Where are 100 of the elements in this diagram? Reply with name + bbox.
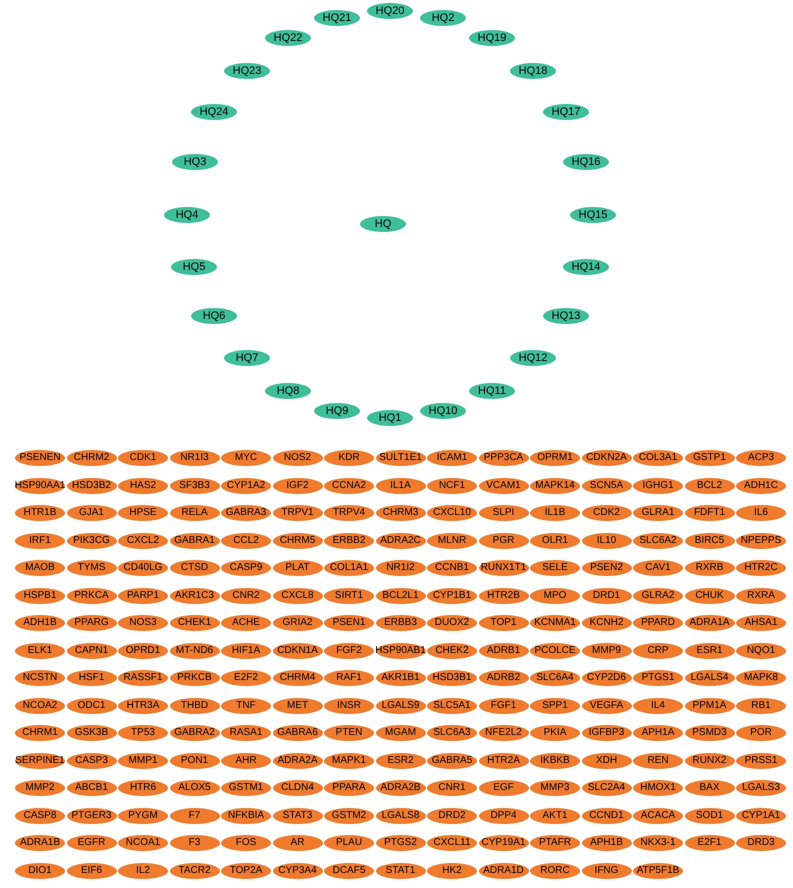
- target-node: HTR6: [118, 780, 168, 796]
- target-node: CHRM4: [272, 670, 322, 686]
- target-node: AKR1B1: [376, 670, 426, 686]
- target-node: GSTM2: [324, 808, 374, 824]
- target-node: MMP2: [15, 780, 65, 796]
- target-node: POR: [736, 725, 786, 741]
- target-node: CYP3A4: [272, 862, 322, 878]
- target-node: HTR2B: [478, 588, 528, 604]
- target-node: SLPI: [478, 505, 528, 521]
- target-node: NCOA1: [118, 835, 168, 851]
- target-node: MAOB: [15, 560, 65, 576]
- target-node: PPARG: [66, 615, 116, 631]
- target-node: MAPK8: [736, 670, 786, 686]
- target-node: PTGS1: [633, 670, 683, 686]
- target-node: NCOA2: [15, 698, 65, 714]
- target-node: MGAM: [376, 725, 426, 741]
- target-node: FOS: [221, 835, 271, 851]
- target-node: MMP1: [118, 752, 168, 768]
- target-node: NOS2: [272, 450, 322, 466]
- target-node: CDK2: [582, 505, 632, 521]
- target-node: MET: [272, 698, 322, 714]
- target-node: HMOX1: [633, 780, 683, 796]
- target-node: CYP1B1: [427, 588, 477, 604]
- compound-node: HQ8: [265, 383, 311, 399]
- target-node: APH1A: [633, 725, 683, 741]
- target-node: CYP1A1: [736, 808, 786, 824]
- target-node: BAX: [684, 780, 734, 796]
- target-node: PIK3CG: [66, 532, 116, 548]
- target-node: NPEPPS: [736, 532, 786, 548]
- target-node: NR1I2: [376, 560, 426, 576]
- target-node: SF3B3: [170, 478, 220, 494]
- target-node: AHSA1: [736, 615, 786, 631]
- target-node: HTR2C: [736, 560, 786, 576]
- target-node: IFNG: [582, 862, 632, 878]
- target-node: PPP3CA: [478, 450, 528, 466]
- target-node: VEGFA: [582, 698, 632, 714]
- target-node: ADRB1: [478, 642, 528, 658]
- target-node: TRPV4: [324, 505, 374, 521]
- target-node: CAV1: [633, 560, 683, 576]
- target-node: PARP1: [118, 588, 168, 604]
- target-node: MLNR: [427, 532, 477, 548]
- target-node: THBD: [170, 698, 220, 714]
- target-node: CHRM1: [15, 725, 65, 741]
- target-node: RAF1: [324, 670, 374, 686]
- target-node: TRPV1: [272, 505, 322, 521]
- target-node: BCL2L1: [376, 588, 426, 604]
- target-node: IL10: [582, 532, 632, 548]
- target-node: IGFBP3: [582, 725, 632, 741]
- target-node: ESR2: [376, 752, 426, 768]
- compound-node: HQ21: [314, 10, 360, 26]
- compound-node: HQ14: [563, 259, 609, 275]
- target-node: RXRA: [736, 588, 786, 604]
- target-node: RASSF1: [118, 670, 168, 686]
- target-node: ACHE: [221, 615, 271, 631]
- target-node: STAT1: [376, 862, 426, 878]
- target-node: ADH1B: [15, 615, 65, 631]
- target-node: DCAF5: [324, 862, 374, 878]
- target-node: ADRA2C: [376, 532, 426, 548]
- target-node: IL6: [736, 505, 786, 521]
- target-node: LGALS8: [376, 808, 426, 824]
- target-node: CNR2: [221, 588, 271, 604]
- target-node: FGF2: [324, 642, 374, 658]
- target-node: CYP19A1: [478, 835, 528, 851]
- target-node: ODC1: [66, 698, 116, 714]
- target-node: CHUK: [684, 588, 734, 604]
- target-node: FGF1: [478, 698, 528, 714]
- target-node: PLAU: [324, 835, 374, 851]
- target-node: IGF2: [272, 478, 322, 494]
- target-node: PYGM: [118, 808, 168, 824]
- target-node: ELK1: [15, 642, 65, 658]
- target-node: CXCL8: [272, 588, 322, 604]
- target-node: INSR: [324, 698, 374, 714]
- target-node: ALOX5: [170, 780, 220, 796]
- target-node: SLC5A1: [427, 698, 477, 714]
- target-node: HIF1A: [221, 642, 271, 658]
- target-node: CHRM3: [376, 505, 426, 521]
- target-node: GJA1: [66, 505, 116, 521]
- target-node: ADRA1A: [684, 615, 734, 631]
- target-node: CTSD: [170, 560, 220, 576]
- target-node: PSEN1: [324, 615, 374, 631]
- target-node: LGALS9: [376, 698, 426, 714]
- target-node: MMP3: [530, 780, 580, 796]
- target-node: PPARA: [324, 780, 374, 796]
- target-node: DRD1: [582, 588, 632, 604]
- target-node: PTEN: [324, 725, 374, 741]
- target-node: ABCB1: [66, 780, 116, 796]
- target-node: PTAFR: [530, 835, 580, 851]
- target-node: RUNX2: [684, 752, 734, 768]
- compound-node: HQ22: [265, 30, 311, 46]
- target-node: E2F1: [684, 835, 734, 851]
- target-node: COL3A1: [633, 450, 683, 466]
- compound-node: HQ12: [510, 350, 556, 366]
- target-node: RUNX1T1: [478, 560, 528, 576]
- target-node: PPARD: [633, 615, 683, 631]
- target-node: NR1I3: [170, 450, 220, 466]
- target-node: GABRA1: [170, 532, 220, 548]
- compound-node: HQ24: [191, 104, 237, 120]
- target-node: ERBB3: [376, 615, 426, 631]
- target-node: E2F2: [221, 670, 271, 686]
- target-node: PSEN2: [582, 560, 632, 576]
